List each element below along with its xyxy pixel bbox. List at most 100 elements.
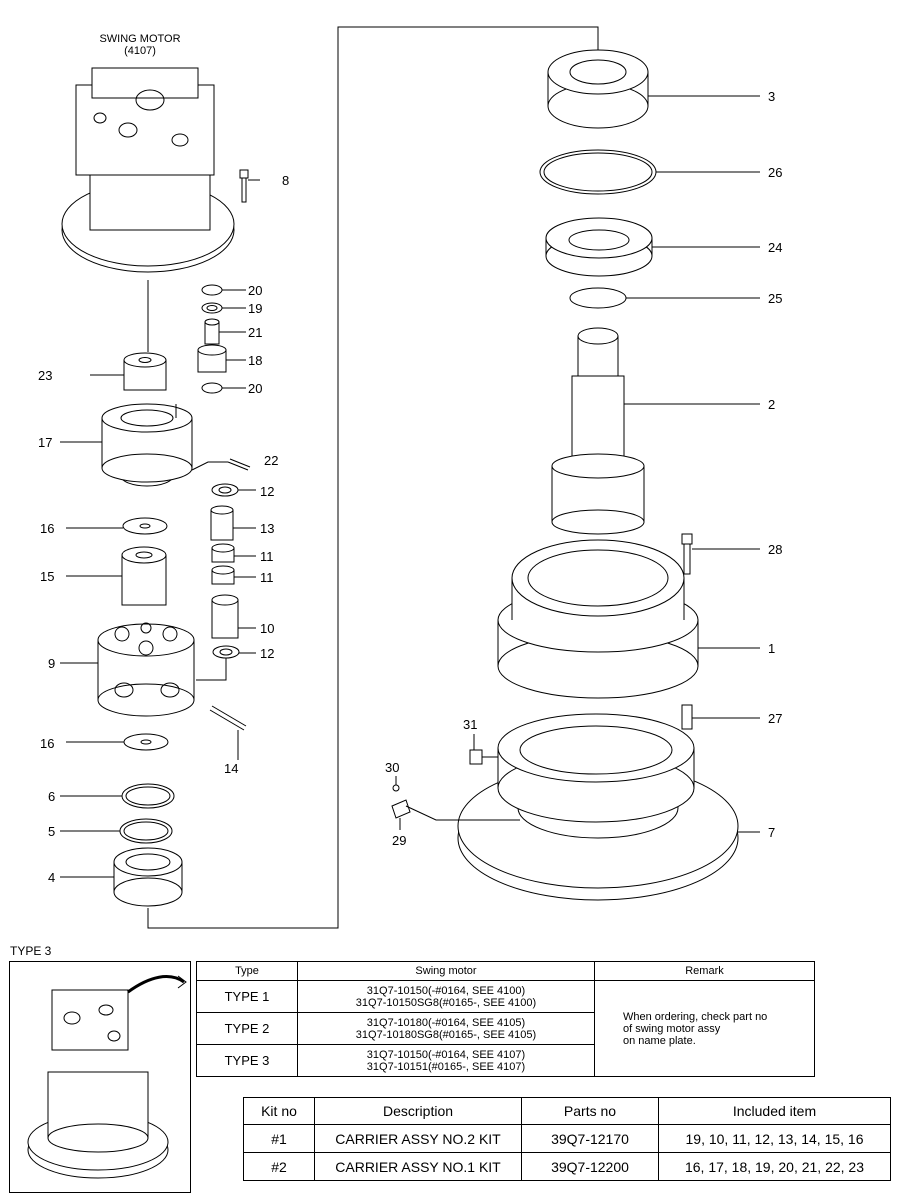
part-29-name-plate [391, 799, 520, 830]
callout-4: 4 [48, 870, 55, 885]
part-9-carrier [60, 622, 195, 717]
part-16-washer-lower [66, 733, 169, 751]
part-10-planet-gear [211, 594, 256, 639]
remark-line: of swing motor assy [623, 1022, 721, 1035]
motor-part-no: 31Q7-10150(-#0164, SEE 4107) [366, 1048, 526, 1061]
callout-30: 30 [385, 760, 399, 775]
callout-18: 18 [248, 353, 262, 368]
part-30-screw [392, 776, 400, 792]
part-1-ring-gear [497, 539, 760, 699]
parts-no-header: Parts no [521, 1097, 659, 1125]
part-22-pin [191, 458, 251, 471]
type-cell: TYPE 1 [196, 980, 298, 1013]
swing-motor: SWING MOTOR (4107) [61, 33, 235, 352]
part-26-seal-ring [539, 149, 760, 195]
included-item-cell: 16, 17, 18, 19, 20, 21, 22, 23 [658, 1152, 891, 1181]
callout-12-upper: 12 [260, 484, 274, 499]
motor-part-no: 31Q7-10150SG8(#0165-, SEE 4100) [355, 996, 537, 1009]
callout-10: 10 [260, 621, 274, 636]
swing-motor-cell: 31Q7-10180(-#0164, SEE 4105) 31Q7-10180S… [297, 1012, 595, 1045]
part-21-pin [204, 318, 246, 345]
kit-no-cell: #2 [243, 1152, 315, 1181]
swing-motor-cell: 31Q7-10150(-#0164, SEE 4107) 31Q7-10151(… [297, 1044, 595, 1077]
kit-no-cell: #1 [243, 1124, 315, 1153]
swing-motor-code: (4107) [124, 45, 156, 57]
callout-29: 29 [392, 833, 406, 848]
swing-motor-header: Swing motor [297, 961, 595, 981]
exploded-parts-diagram: SWING MOTOR (4107) [38, 26, 782, 929]
part-5-ring [60, 818, 173, 844]
callout-5: 5 [48, 824, 55, 839]
callout-14: 14 [224, 761, 238, 776]
assembly-route-line [147, 26, 599, 929]
part-2-drive-shaft [551, 327, 760, 535]
callout-26: 26 [768, 165, 782, 180]
type-cell: TYPE 3 [196, 1044, 298, 1077]
swing-motor-cell: 31Q7-10150(-#0164, SEE 4100) 31Q7-10150S… [297, 980, 595, 1013]
callout-3: 3 [768, 89, 775, 104]
description-cell: CARRIER ASSY NO.2 KIT [314, 1124, 522, 1153]
part-19-washer [201, 302, 246, 314]
part-3-bearing [547, 49, 760, 129]
callout-13: 13 [260, 521, 274, 536]
part-7-housing [457, 713, 760, 901]
part-28-bolt [681, 533, 760, 575]
type-header: Type [196, 961, 298, 981]
callout-22: 22 [264, 453, 278, 468]
part-15-gear [66, 546, 167, 606]
table-row: #1 CARRIER ASSY NO.2 KIT 39Q7-12170 19, … [243, 1124, 891, 1153]
motor-part-no: 31Q7-10180(-#0164, SEE 4105) [366, 1016, 526, 1029]
callout-31: 31 [463, 717, 477, 732]
remark-line: on name plate. [623, 1034, 696, 1047]
remark-line: When ordering, check part no [623, 1010, 768, 1023]
part-18-gear [197, 344, 246, 373]
remark-cell: When ordering, check part no of swing mo… [594, 980, 815, 1077]
part-16-washer-upper [66, 517, 168, 535]
callout-7: 7 [768, 825, 775, 840]
table-row: TYPE 2 31Q7-10180(-#0164, SEE 4105) 31Q7… [196, 1012, 815, 1045]
callout-28: 28 [768, 542, 782, 557]
type-cell: TYPE 2 [196, 1012, 298, 1045]
callout-24: 24 [768, 240, 782, 255]
kit-table-header: Kit no Description Parts no Included ite… [243, 1097, 891, 1125]
callout-23: 23 [38, 368, 52, 383]
part-31-plug [469, 734, 498, 765]
callout-25: 25 [768, 291, 782, 306]
part-20-ring-bottom [201, 382, 246, 394]
part-20-ring-top [201, 284, 246, 296]
callout-27: 27 [768, 711, 782, 726]
part-12-washer-upper [211, 483, 256, 497]
kit-no-header: Kit no [243, 1097, 315, 1125]
description-cell: CARRIER ASSY NO.1 KIT [314, 1152, 522, 1181]
part-17-carrier [60, 403, 193, 487]
callout-12-lower: 12 [260, 646, 274, 661]
callout-9: 9 [48, 656, 55, 671]
motor-part-no: 31Q7-10180SG8(#0165-, SEE 4105) [355, 1028, 537, 1041]
parts-no-cell: 39Q7-12200 [521, 1152, 659, 1181]
callout-16-upper: 16 [40, 521, 54, 536]
remark-header: Remark [594, 961, 815, 981]
callout-20-bottom: 20 [248, 381, 262, 396]
part-4-bearing [60, 847, 183, 907]
kit-table: Kit no Description Parts no Included ite… [243, 1097, 891, 1181]
type3-motor-illustration [27, 975, 187, 1179]
table-row: #2 CARRIER ASSY NO.1 KIT 39Q7-12200 16, … [243, 1152, 891, 1181]
part-23-sun-gear [90, 352, 167, 391]
callout-6: 6 [48, 789, 55, 804]
table-row: TYPE 3 31Q7-10150(-#0164, SEE 4107) 31Q7… [196, 1044, 815, 1077]
part-6-snap-ring [60, 783, 175, 809]
callout-21: 21 [248, 325, 262, 340]
callout-8: 8 [282, 173, 289, 188]
callout-11-upper: 11 [260, 549, 274, 564]
type3-label: TYPE 3 [10, 944, 52, 958]
callout-15: 15 [40, 569, 54, 584]
part-24-oil-seal [545, 217, 760, 277]
swing-motor-title: SWING MOTOR [99, 33, 180, 45]
callout-16-lower: 16 [40, 736, 54, 751]
parts-no-cell: 39Q7-12170 [521, 1124, 659, 1153]
part-14-pin [209, 705, 247, 760]
type3-thumbnail [9, 961, 191, 1193]
callout-19: 19 [248, 301, 262, 316]
part-12-washer-lower [196, 645, 256, 681]
callout-1: 1 [768, 641, 775, 656]
